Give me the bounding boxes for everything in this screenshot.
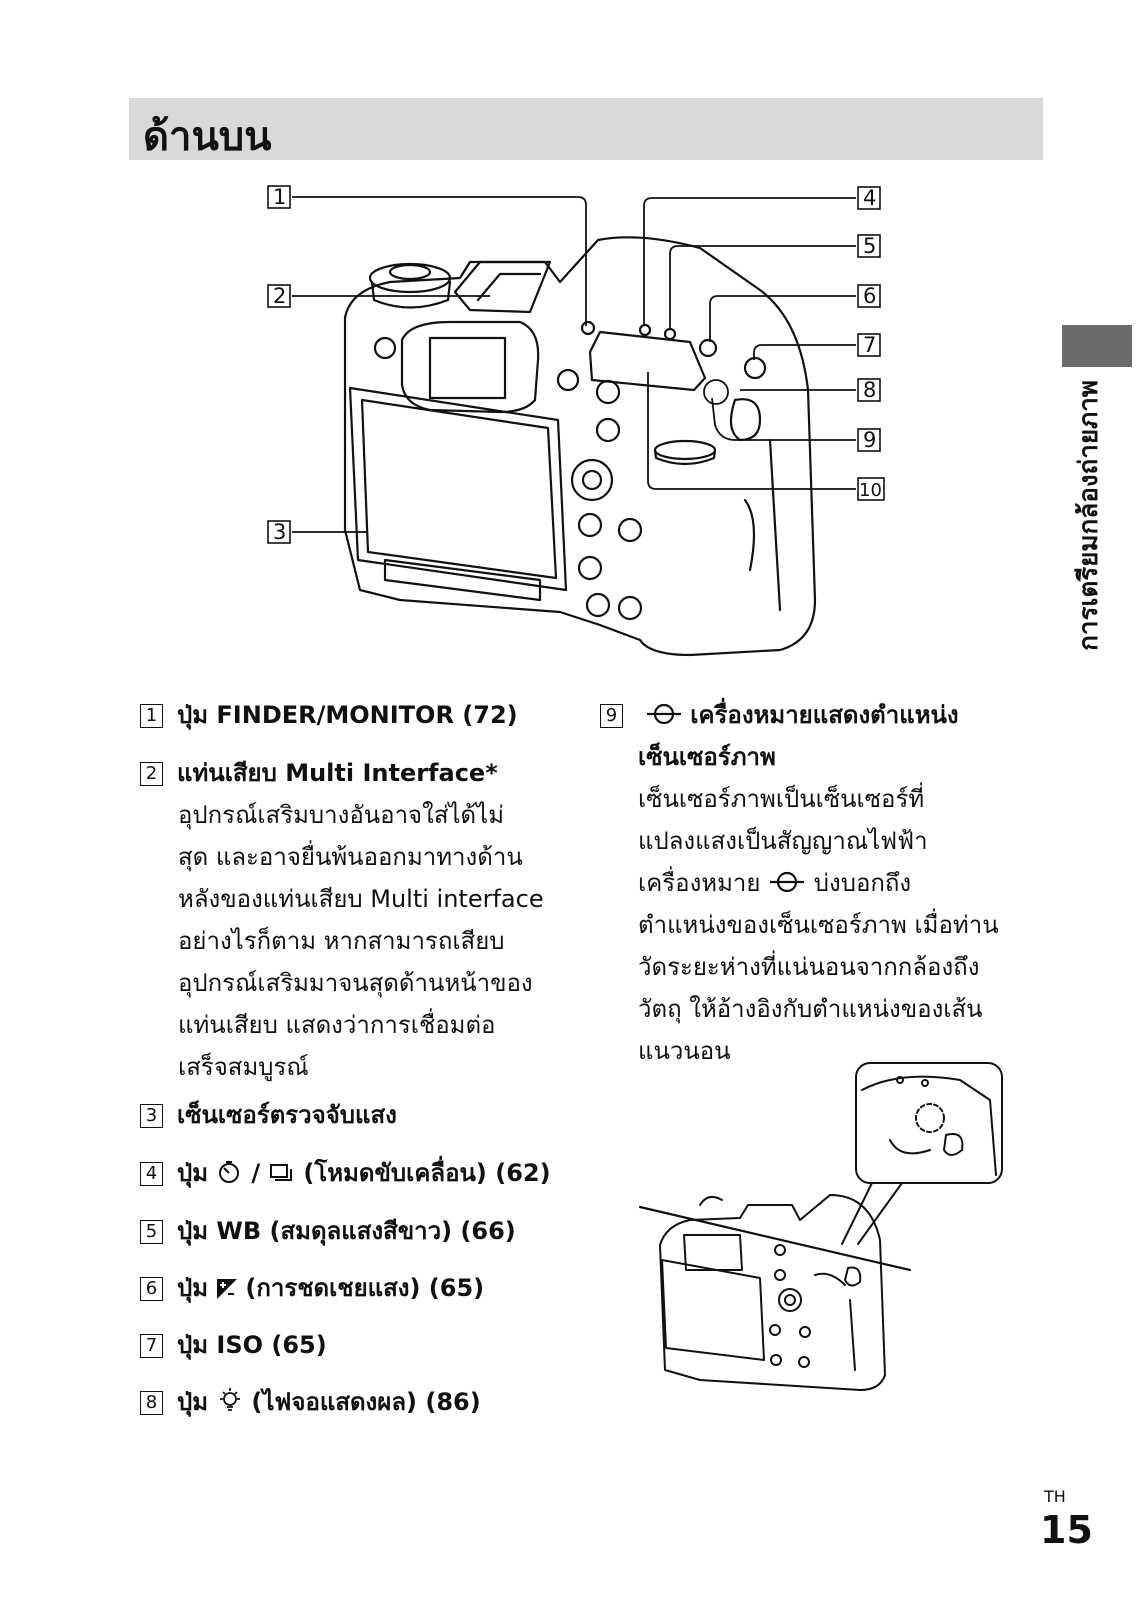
exposure-compensation-icon [216, 1279, 237, 1299]
callout-7: 7 [863, 333, 876, 357]
self-timer-icon [218, 1161, 239, 1183]
item-number: 7 [140, 1334, 163, 1358]
callout-6: 6 [863, 284, 876, 308]
page-title: ด้านบน [143, 114, 272, 160]
item-7: 7 ปุ่ม ISO (65) [140, 1324, 327, 1366]
item-title: แท่นเสียบ Multi Interface* [177, 759, 498, 787]
item-number: 1 [140, 704, 163, 728]
callout-3: 3 [273, 520, 286, 544]
item-1: 1 ปุ่ม FINDER/MONITOR (72) [140, 694, 518, 736]
chapter-side-label: การเตรียมกล้องถ่ายภาพ [1074, 380, 1104, 651]
item-number: 8 [140, 1391, 163, 1415]
item-title: เซ็นเซอร์ตรวจจับแสง [177, 1101, 397, 1129]
callout-5: 5 [863, 234, 876, 258]
callout-4: 4 [863, 186, 876, 210]
item-title: ปุ่ม ISO (65) [177, 1331, 327, 1359]
language-code: TH [1044, 1487, 1066, 1506]
callout-10: 10 [859, 480, 882, 501]
item-3: 3 เซ็นเซอร์ตรวจจับแสง [140, 1094, 397, 1136]
item-description: อุปกรณ์เสริมบางอันอาจใส่ได้ไม่ สุด และอา… [178, 801, 544, 1081]
callout-8: 8 [863, 378, 876, 402]
continuous-shooting-icon [269, 1164, 292, 1181]
image-sensor-position-mark-icon [646, 703, 681, 725]
callout-1: 1 [273, 185, 286, 209]
sensor-mark-circle [703, 379, 729, 405]
light-bulb-icon [219, 1388, 240, 1411]
callout-labels: 1 2 3 4 5 6 7 8 9 10 [267, 185, 885, 544]
callout-9: 9 [863, 428, 876, 452]
item-description: เซ็นเซอร์ภาพเป็นเซ็นเซอร์ที่ แปลงแสงเป็น… [638, 785, 999, 1065]
image-sensor-position-mark-icon [770, 871, 805, 893]
item-number: 6 [140, 1277, 163, 1301]
item-number: 3 [140, 1104, 163, 1128]
item-2: 2 แท่นเสียบ Multi Interface* อุปกรณ์เสริม… [140, 752, 580, 1088]
item-number: 4 [140, 1162, 163, 1186]
camera-top-diagram: 1 2 3 4 5 6 7 8 9 10 [267, 185, 885, 657]
item-number: 5 [140, 1220, 163, 1244]
item-5: 5 ปุ่ม WB (สมดุลแสงสีขาว) (66) [140, 1210, 516, 1252]
item-title: ปุ่ม WB (สมดุลแสงสีขาว) (66) [177, 1217, 516, 1245]
item-9: 9 เครื่องหมายแสดงตำแหน่ง เซ็นเซอร์ภาพ เซ… [600, 694, 1040, 1072]
chapter-tab [1062, 325, 1132, 367]
item-number: 9 [600, 704, 623, 728]
page-number: 15 [1040, 1508, 1093, 1552]
item-number: 2 [140, 762, 163, 786]
callout-2: 2 [273, 284, 286, 308]
item-title: ปุ่ม FINDER/MONITOR (72) [177, 701, 518, 729]
section-title-bar: ด้านบน [129, 98, 1043, 160]
